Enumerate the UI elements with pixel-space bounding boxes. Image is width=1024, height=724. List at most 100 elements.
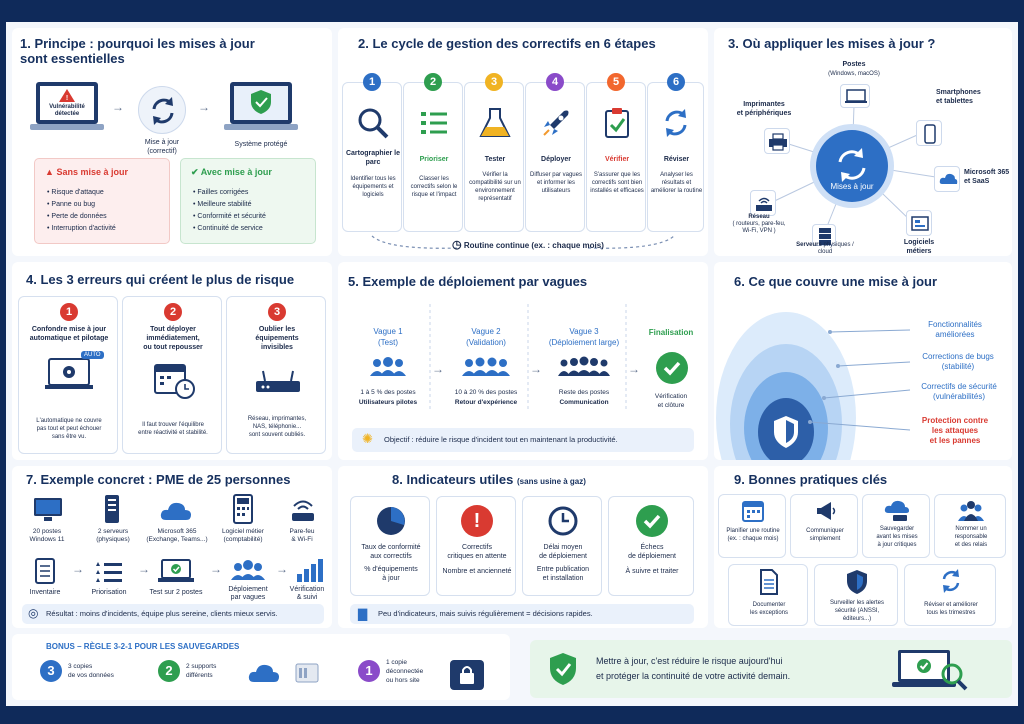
clipboard-check-icon [599,105,635,141]
lightbulb-icon: ✺ [362,431,373,446]
step-name: Tester [484,156,506,163]
step-card: 5 Vérifier S'assurer que les correctifs … [586,73,646,232]
auto-laptop-icon [45,353,97,393]
step-desc: Identifier tous les équipements et logic… [350,176,396,198]
wave-header: Vague 2(Validation) [466,327,506,347]
result-text: Résultat : moins d'incidents, équipe plu… [46,609,278,618]
calendar-clock-icon [153,361,197,401]
indicator-desc: À suivre et traiter [625,568,679,575]
step-number: 6 [667,73,685,91]
list-item: • Continuité de service [193,225,263,232]
svg-text:!: ! [66,95,68,102]
objective-box: ✺ Objectif : réduire le risque d'inciden… [352,428,694,452]
warning-icon: ▲ [45,167,54,177]
megaphone-icon [813,499,837,523]
without-list: • Risque d'attaque • Panne ou bug • Pert… [47,187,116,235]
practice-label: Planifier une routine(ex. : chaque mois) [726,528,780,542]
clock-icon: ◷ [452,239,462,251]
section-8-title: 8. Indicateurs utiles (sans usine à gaz) [392,472,586,487]
router-icon [750,190,776,216]
result-box: ◎ Résultat : moins d'incidents, équipe p… [22,604,324,624]
pie-chart-icon [375,505,407,537]
list-item: • Failles corrigées [193,189,249,196]
step-card: 6 Réviser Analyser les résultats et amél… [647,73,704,232]
wave-header: Vague 1(Test) [373,327,403,347]
pme-item-label: Microsoft 365(Exchange, Teams...) [146,528,208,543]
target-icon: ◎ [28,606,39,620]
users-group-icon [556,356,612,378]
cloud-icon [246,660,282,686]
arrow-right-icon: → [198,100,210,114]
error-number: 2 [164,303,182,321]
network-device-icon [253,367,303,397]
users-group-icon [460,356,512,378]
rocket-icon [538,105,574,141]
step-card: 1 Cartographier le parc Identifier tous … [342,73,402,232]
reseau-label: Réseau( routeurs, pare-feu,Wi-Fi, VPN ) [732,214,786,234]
clock-icon [547,505,579,537]
update-cycle-icon [138,86,186,134]
check-circle-icon [656,352,688,384]
printer-icon [764,128,790,154]
section-5-title: 5. Exemple de déploiement par vagues [348,274,588,289]
check-circle-icon [636,505,668,537]
flow-label: Inventaire [29,589,61,596]
cloud-icon [934,166,960,192]
wave-3: Vague 3(Déploiement large) Reste des pos… [542,326,626,416]
section-example: 7. Exemple concret : PME de 25 personnes… [12,466,332,628]
bonus-1-icon: 1 [358,660,380,682]
calculator-icon [232,494,254,524]
arrow-right-icon: → [530,362,542,376]
indicator-desc: Nombre et ancienneté [442,568,512,575]
shield-icon [845,569,869,595]
bar-chart-icon [294,558,324,584]
section-9-title: 9. Bonnes pratiques clés [734,472,888,487]
protected-laptop-icon [224,80,298,136]
step-card: 3 Tester Vérifier la compatibilité sur u… [464,73,524,232]
section-7-title: 7. Exemple concret : PME de 25 personnes [26,472,291,487]
step-desc: Classer les correctifs selon le risque e… [410,176,458,198]
steps-row: 1 Cartographier le parc Identifier tous … [342,73,704,232]
wave-2: Vague 2(Validation) 10 à 20 % des postes… [444,326,528,416]
list-item: • Interruption d'activité [47,225,116,232]
bonus-3-icon: 3 [40,660,62,682]
alert-circle-icon: ! [461,505,493,537]
step-name: Cartographier le parc [345,150,401,166]
step-card: 2 Prioriser Classer les correctifs selon… [403,73,463,232]
section-waves: 5. Exemple de déploiement par vagues Vag… [338,262,708,460]
priority-list-icon [94,560,124,584]
flow-label: Test sur 2 postes [149,589,203,596]
users-group-icon [366,356,410,378]
smartphone-icon [916,120,942,146]
error-number: 1 [60,303,78,321]
wave-header: Vague 3(Déploiement large) [548,327,620,347]
step-number: 3 [485,73,503,91]
cloud-icon [158,498,194,524]
without-title: ▲ Sans mise à jour [45,167,128,177]
check-icon: ✔ [191,167,199,177]
cloud-backup-icon [883,499,911,523]
